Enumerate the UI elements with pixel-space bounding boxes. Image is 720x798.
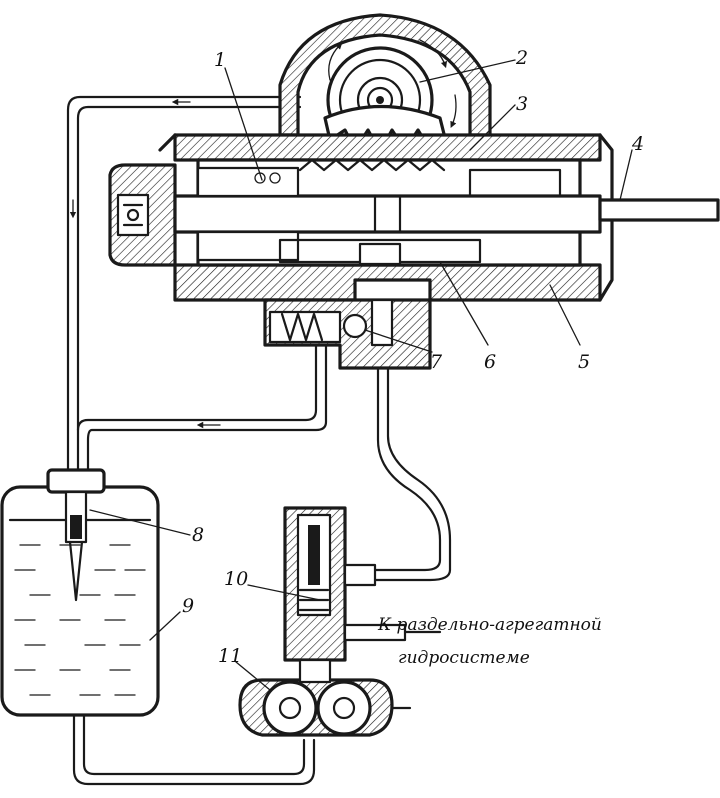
suction-pipe xyxy=(72,708,316,786)
label-9: 9 xyxy=(182,595,194,617)
sector-housing xyxy=(278,13,492,154)
label-11: 11 xyxy=(218,645,242,667)
label-4: 4 xyxy=(631,133,644,155)
piston-seals xyxy=(254,168,562,266)
label-2: 2 xyxy=(515,47,528,69)
return-pipe-top xyxy=(66,95,302,472)
piston-rod xyxy=(173,166,720,262)
valve-block xyxy=(263,298,432,370)
label-5: 5 xyxy=(578,351,590,373)
return-pipe-middle xyxy=(76,343,328,472)
leader-lines xyxy=(89,59,633,691)
label-6: 6 xyxy=(484,351,496,373)
label-7: 7 xyxy=(430,351,443,373)
label-3: 3 xyxy=(516,93,528,115)
end-cap-left xyxy=(108,163,177,267)
label-8: 8 xyxy=(192,524,204,546)
distributor-valve xyxy=(283,506,442,662)
label-10: 10 xyxy=(224,568,248,590)
caption-line-2: гидросистеме xyxy=(398,648,530,668)
filter xyxy=(46,468,106,602)
gear-pump xyxy=(238,658,412,737)
label-1: 1 xyxy=(214,49,226,71)
pressure-pipe xyxy=(343,298,452,582)
caption-line-1: К раздельно-агрегатной xyxy=(377,615,602,635)
